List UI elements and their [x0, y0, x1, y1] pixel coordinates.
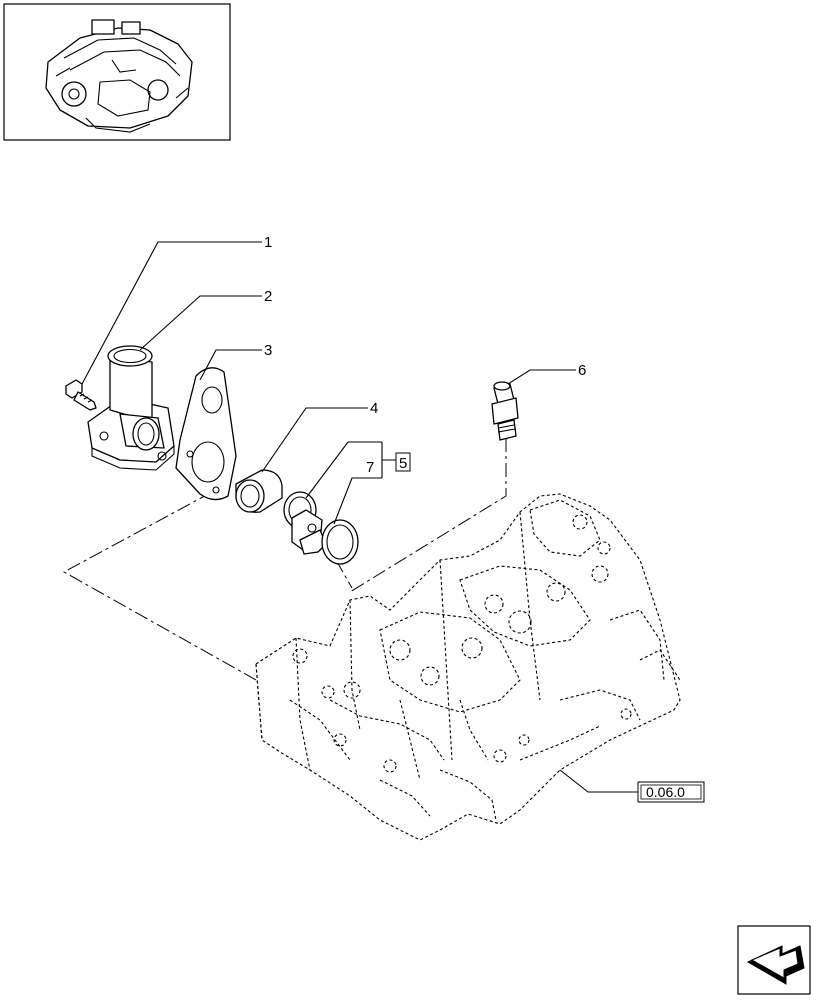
callout-4[interactable]: 4	[370, 400, 378, 417]
callout-7[interactable]: 7	[366, 459, 374, 476]
leader-line-7a	[305, 441, 382, 499]
next-page-arrow-icon[interactable]	[737, 925, 811, 995]
callout-3[interactable]: 3	[264, 342, 272, 359]
phantom-line-thermostat	[335, 559, 353, 589]
part-o-ring[interactable]	[321, 519, 359, 565]
engine-thumbnail-icon[interactable]	[3, 3, 231, 141]
leader-line-2	[139, 295, 262, 351]
leader-line-4	[261, 407, 368, 473]
part-thermostat[interactable]	[283, 491, 327, 555]
callout-2[interactable]: 2	[264, 288, 272, 305]
bracket-7-to-5	[381, 442, 396, 478]
part-temperature-sensor[interactable]	[491, 381, 519, 441]
part-bolt[interactable]	[65, 379, 97, 411]
phantom-line-flange	[62, 491, 257, 681]
part-gasket[interactable]	[175, 367, 237, 501]
leader-line-7b	[333, 477, 382, 525]
leader-line-6	[507, 369, 576, 385]
reference-link-box[interactable]: 0.06.0	[637, 781, 705, 803]
part-thermostat-housing[interactable]	[87, 345, 175, 471]
callout-5-box	[395, 452, 411, 472]
leader-line-1	[81, 241, 262, 385]
callout-5[interactable]: 5	[399, 455, 407, 472]
leader-line-reference	[559, 769, 638, 793]
cylinder-head-reference	[255, 493, 681, 841]
leader-line-3	[199, 349, 262, 381]
phantom-line-sensor	[349, 438, 507, 593]
callout-1[interactable]: 1	[264, 234, 272, 251]
callout-6[interactable]: 6	[578, 362, 586, 379]
reference-label: 0.06.0	[646, 784, 685, 800]
part-seal-ring[interactable]	[235, 469, 283, 513]
